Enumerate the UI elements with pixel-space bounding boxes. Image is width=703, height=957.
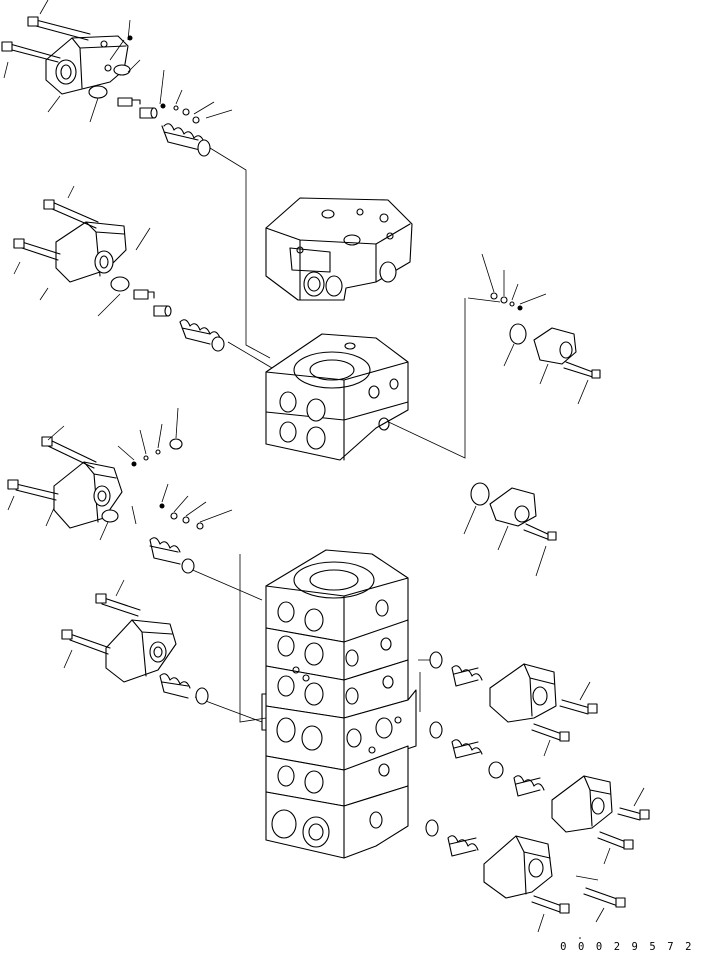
- bolt: [13, 238, 61, 261]
- right-cap-assembly-middle: [463, 482, 557, 577]
- bolt: [563, 361, 601, 379]
- retainer: [197, 139, 211, 157]
- right-cap-assembly-b: [551, 775, 650, 865]
- plug: [117, 97, 141, 107]
- plug: [488, 761, 504, 779]
- spring: [447, 835, 479, 851]
- plug: [133, 289, 155, 300]
- bolt: [559, 699, 598, 715]
- retainer: [195, 687, 209, 705]
- retainer: [211, 336, 225, 352]
- o-ring: [470, 482, 490, 506]
- o-ring: [113, 64, 131, 76]
- bolt: [597, 831, 634, 850]
- o-ring: [88, 85, 108, 99]
- spring: [451, 739, 483, 755]
- bolt: [95, 593, 141, 617]
- bolt: [61, 629, 111, 655]
- retainer: [181, 558, 195, 574]
- right-spring-set: [425, 651, 545, 857]
- bolt: [531, 723, 570, 742]
- spring: [179, 319, 221, 339]
- drawing-number: 0 0 0 2 9 5 7 2: [560, 941, 694, 953]
- second-cover-assembly: [13, 185, 225, 352]
- spring: [163, 123, 205, 143]
- valve-section-middle: [265, 333, 409, 461]
- spring: [149, 537, 181, 553]
- right-cap-assembly-upper: [481, 253, 601, 405]
- o-ring: [110, 276, 130, 292]
- spring: [451, 665, 483, 681]
- main-valve-stack: [261, 549, 417, 859]
- bolt: [43, 199, 99, 229]
- top-cover-assembly: [1, 0, 233, 157]
- third-cover-assembly: [7, 407, 233, 541]
- bolt: [583, 887, 626, 908]
- retainer: [429, 651, 443, 669]
- fourth-cover-assembly: [61, 579, 177, 683]
- retainer: [425, 819, 439, 837]
- spring: [159, 673, 191, 689]
- bolt: [27, 16, 91, 41]
- o-ring: [101, 509, 119, 523]
- leader-lines: [3, 0, 233, 123]
- right-cap-assembly-c: [483, 835, 626, 933]
- o-ring: [509, 323, 527, 345]
- spring: [513, 775, 545, 791]
- bolt: [523, 523, 557, 541]
- bolt: [1, 41, 61, 63]
- bolt: [7, 479, 59, 501]
- right-cap-assembly-a: [489, 663, 598, 757]
- bolt: [531, 895, 570, 914]
- plug: [139, 107, 158, 119]
- retainer: [429, 721, 443, 739]
- bolt: [617, 807, 650, 821]
- inlet-manifold-block: [265, 197, 413, 301]
- plug: [169, 438, 183, 450]
- spring-set-left: [149, 537, 209, 705]
- plug: [153, 305, 172, 317]
- bolt: [41, 436, 97, 469]
